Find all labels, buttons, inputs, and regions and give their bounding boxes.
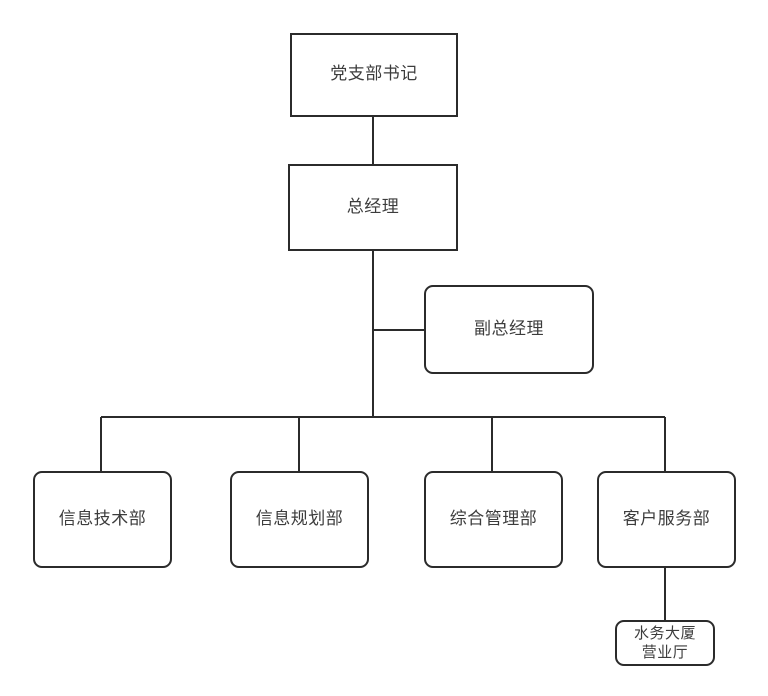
node-general-manager-label: 总经理 — [346, 196, 400, 217]
node-general-manager[interactable]: 总经理 — [288, 164, 458, 251]
node-info-planning-department-label: 信息规划部 — [255, 508, 344, 529]
node-general-management-department-label: 综合管理部 — [449, 508, 538, 529]
node-it-department[interactable]: 信息技术部 — [33, 471, 172, 568]
node-customer-service-department[interactable]: 客户服务部 — [597, 471, 736, 568]
node-customer-service-department-label: 客户服务部 — [622, 508, 711, 529]
node-it-department-label: 信息技术部 — [58, 508, 147, 529]
node-deputy-general-manager[interactable]: 副总经理 — [424, 285, 594, 374]
node-deputy-general-manager-label: 副总经理 — [474, 318, 544, 339]
node-party-secretary[interactable]: 党支部书记 — [290, 33, 458, 117]
node-water-building-service-hall[interactable]: 水务大厦 营业厅 — [615, 620, 715, 666]
node-general-management-department[interactable]: 综合管理部 — [424, 471, 563, 568]
node-water-building-service-hall-label: 水务大厦 营业厅 — [633, 624, 696, 661]
node-party-secretary-label: 党支部书记 — [330, 64, 418, 85]
node-info-planning-department[interactable]: 信息规划部 — [230, 471, 369, 568]
